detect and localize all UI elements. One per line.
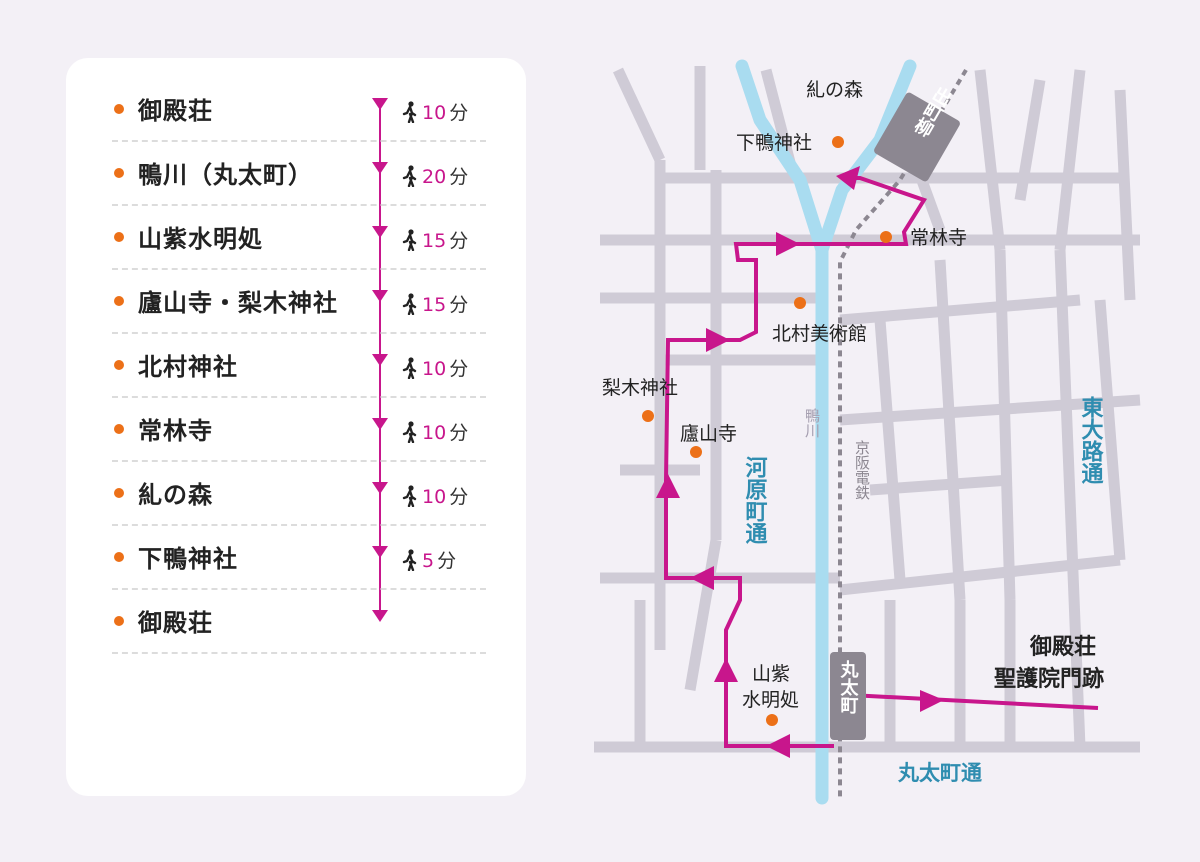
spot-marker: [114, 360, 124, 370]
route-arrow: [690, 566, 714, 590]
stop-name: 廬山寺・梨木神社: [138, 289, 338, 317]
label-nashinoki: 梨木神社: [602, 377, 678, 399]
route-arrow: [766, 734, 790, 758]
spot-markers: [642, 136, 892, 726]
walking-person-icon: [402, 101, 417, 123]
route-arrow: [920, 690, 944, 712]
spot-marker: [114, 424, 124, 434]
walking-person-icon: [402, 165, 417, 187]
label-tadasu: 糺の森: [806, 79, 863, 101]
stop-name: 御殿荘: [138, 609, 213, 637]
label-higashioji-dori: 東大路通: [1078, 396, 1104, 484]
kamo-river: [735, 59, 917, 805]
label-jorinji: 常林寺: [910, 227, 967, 249]
walking-person-icon: [402, 421, 417, 443]
walking-route-path: [664, 176, 1099, 748]
spot-kitamura: [794, 297, 806, 309]
stop-name: 常林寺: [138, 417, 213, 445]
spot-marker: [114, 232, 124, 242]
walking-person-icon: [402, 229, 417, 251]
keihan-railway: [838, 68, 968, 798]
spot-marker: [114, 488, 124, 498]
label-sanshi-line1: 山紫: [752, 663, 790, 685]
label-marutamachi-station: 丸太町: [838, 660, 860, 714]
walking-person-icon: [402, 549, 417, 571]
route-arrow: [776, 232, 800, 256]
spot-marker: [114, 168, 124, 178]
label-goten-line2: 聖護院門跡: [994, 666, 1104, 692]
walking-person-icon: [402, 357, 417, 379]
label-shimogamo: 下鴨神社: [736, 132, 812, 154]
spot-sanshi: [766, 714, 778, 726]
label-kamo-river: 鴨川: [803, 408, 821, 438]
spot-jorinji: [880, 231, 892, 243]
route-direction-arrows: [656, 166, 944, 758]
station-demachiyanagi: [874, 92, 960, 182]
label-kawaramachi-dori: 河原町通: [742, 456, 768, 544]
route-arrow: [714, 658, 738, 682]
label-marutamachi-dori: 丸太町通: [897, 761, 982, 785]
stop-name: 下鴨神社: [138, 545, 238, 573]
spot-marker: [114, 296, 124, 306]
route-arrow: [656, 474, 680, 498]
route-timeline: [372, 98, 388, 622]
stop-name: 鴨川（丸太町）: [138, 161, 313, 189]
stop-name: 山紫水明処: [138, 225, 263, 253]
route-arrow: [836, 166, 860, 190]
stop-name: 糺の森: [138, 481, 213, 509]
label-rozanji: 廬山寺: [680, 423, 737, 445]
spot-shimogamo: [832, 136, 844, 148]
route-stop-9: 御殿荘: [112, 590, 486, 654]
walking-person-icon: [402, 485, 417, 507]
spot-rozanji: [690, 446, 702, 458]
label-goten-line1: 御殿荘: [1029, 634, 1096, 660]
spot-marker: [114, 104, 124, 114]
label-sanshi-line2: 水明処: [742, 689, 799, 711]
stop-name: 北村神社: [138, 353, 238, 381]
spot-marker: [114, 552, 124, 562]
station-marutamachi: [830, 652, 866, 740]
spot-nashinoki: [642, 410, 654, 422]
walking-person-icon: [402, 293, 417, 315]
label-kitamura: 北村美術館: [772, 323, 867, 345]
route-arrow: [706, 328, 730, 352]
street-network: [594, 66, 1141, 753]
spot-marker: [114, 616, 124, 626]
stop-name: 御殿荘: [138, 97, 213, 125]
label-keihan: 京阪電鉄: [853, 440, 871, 500]
